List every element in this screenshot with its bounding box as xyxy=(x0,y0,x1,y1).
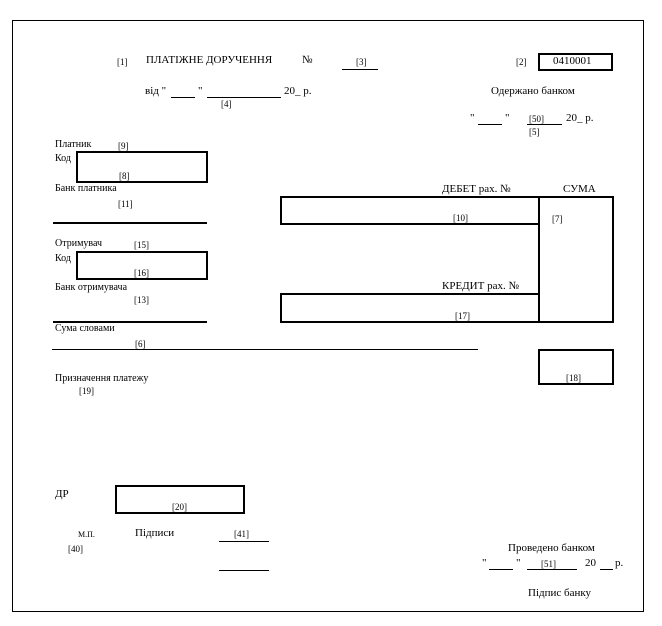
purpose-label: Призначення платежу xyxy=(55,373,149,384)
ref-5: [5] xyxy=(529,127,540,137)
credit-account-box xyxy=(280,293,540,323)
ref-1: [1] xyxy=(117,57,128,67)
received-month-line xyxy=(527,124,562,125)
processed-month-line xyxy=(527,569,577,570)
form-code-box xyxy=(538,53,613,71)
received-by-bank-label: Одержано банком xyxy=(491,85,575,97)
amount-words-label: Сума словами xyxy=(55,323,115,334)
payer-code-label: Код xyxy=(55,153,71,164)
recipient-code-box xyxy=(76,251,208,280)
received-day-line xyxy=(478,124,502,125)
processed-label: Проведено банком xyxy=(508,542,595,554)
ref-51: [51] xyxy=(541,559,556,569)
processed-quote-open: " xyxy=(482,557,487,569)
ref-16: [16] xyxy=(134,268,149,278)
ref-17: [17] xyxy=(455,311,470,321)
ref-41: [41] xyxy=(234,529,249,539)
ref-4: [4] xyxy=(221,99,232,109)
ref-20: [20] xyxy=(172,502,187,512)
date-year: 20_ р. xyxy=(284,85,312,97)
ref-6: [6] xyxy=(135,339,146,349)
ref-10: [10] xyxy=(453,213,468,223)
ref-11: [11] xyxy=(118,199,133,209)
recipient-bank-line xyxy=(53,321,207,323)
ref-18: [18] xyxy=(566,373,581,383)
date-quote: " xyxy=(198,85,203,97)
form-frame xyxy=(12,20,644,612)
signature-line-2 xyxy=(219,570,269,571)
ref-8: [8] xyxy=(119,171,130,181)
ref-9: [9] xyxy=(118,141,129,151)
sum-label: СУМА xyxy=(563,183,596,195)
payer-bank-line xyxy=(53,222,207,224)
number-sign: № xyxy=(302,54,313,66)
credit-label: КРЕДИТ рах. № xyxy=(442,280,519,292)
signatures-label: Підписи xyxy=(135,527,175,539)
stamp-label: М.П. xyxy=(78,530,95,539)
purpose-code-box xyxy=(538,349,614,385)
debit-label: ДЕБЕТ рах. № xyxy=(442,183,511,195)
ref-40: [40] xyxy=(68,544,83,554)
debit-account-box xyxy=(280,196,540,225)
received-year: 20_ р. xyxy=(566,112,594,124)
processed-quote-close: " xyxy=(516,557,521,569)
form-title: ПЛАТІЖНЕ ДОРУЧЕННЯ xyxy=(146,54,273,66)
payer-label: Платник xyxy=(55,139,92,150)
ref-15: [15] xyxy=(134,240,149,250)
processed-day-line xyxy=(489,569,513,570)
recipient-label: Отримувач xyxy=(55,238,103,249)
processed-year: 20 xyxy=(585,557,596,569)
payer-code-box xyxy=(76,151,208,183)
ref-7: [7] xyxy=(552,214,563,224)
dr-box xyxy=(115,485,245,514)
date-day-line xyxy=(171,97,195,98)
sum-box xyxy=(538,196,614,323)
number-line xyxy=(342,69,378,70)
form-code: 0410001 xyxy=(553,55,592,67)
payer-bank-label: Банк платника xyxy=(55,183,117,194)
dr-label: ДР xyxy=(55,488,69,500)
ref-50: [50] xyxy=(529,114,544,124)
recipient-code-label: Код xyxy=(55,253,71,264)
ref-2: [2] xyxy=(516,57,527,67)
amount-words-line xyxy=(52,349,478,350)
received-quote-open: " xyxy=(470,112,475,124)
signature-line-1 xyxy=(219,541,269,542)
received-quote-close: " xyxy=(505,112,510,124)
date-from-label: від " xyxy=(145,85,167,97)
recipient-bank-label: Банк отримувача xyxy=(55,282,128,293)
ref-3: [3] xyxy=(356,57,367,67)
processed-year-suffix: р. xyxy=(615,557,624,569)
ref-19: [19] xyxy=(79,386,94,396)
processed-year-line xyxy=(600,569,613,570)
date-month-line xyxy=(207,97,281,98)
bank-signature-label: Підпис банку xyxy=(528,587,592,599)
ref-13: [13] xyxy=(134,295,149,305)
